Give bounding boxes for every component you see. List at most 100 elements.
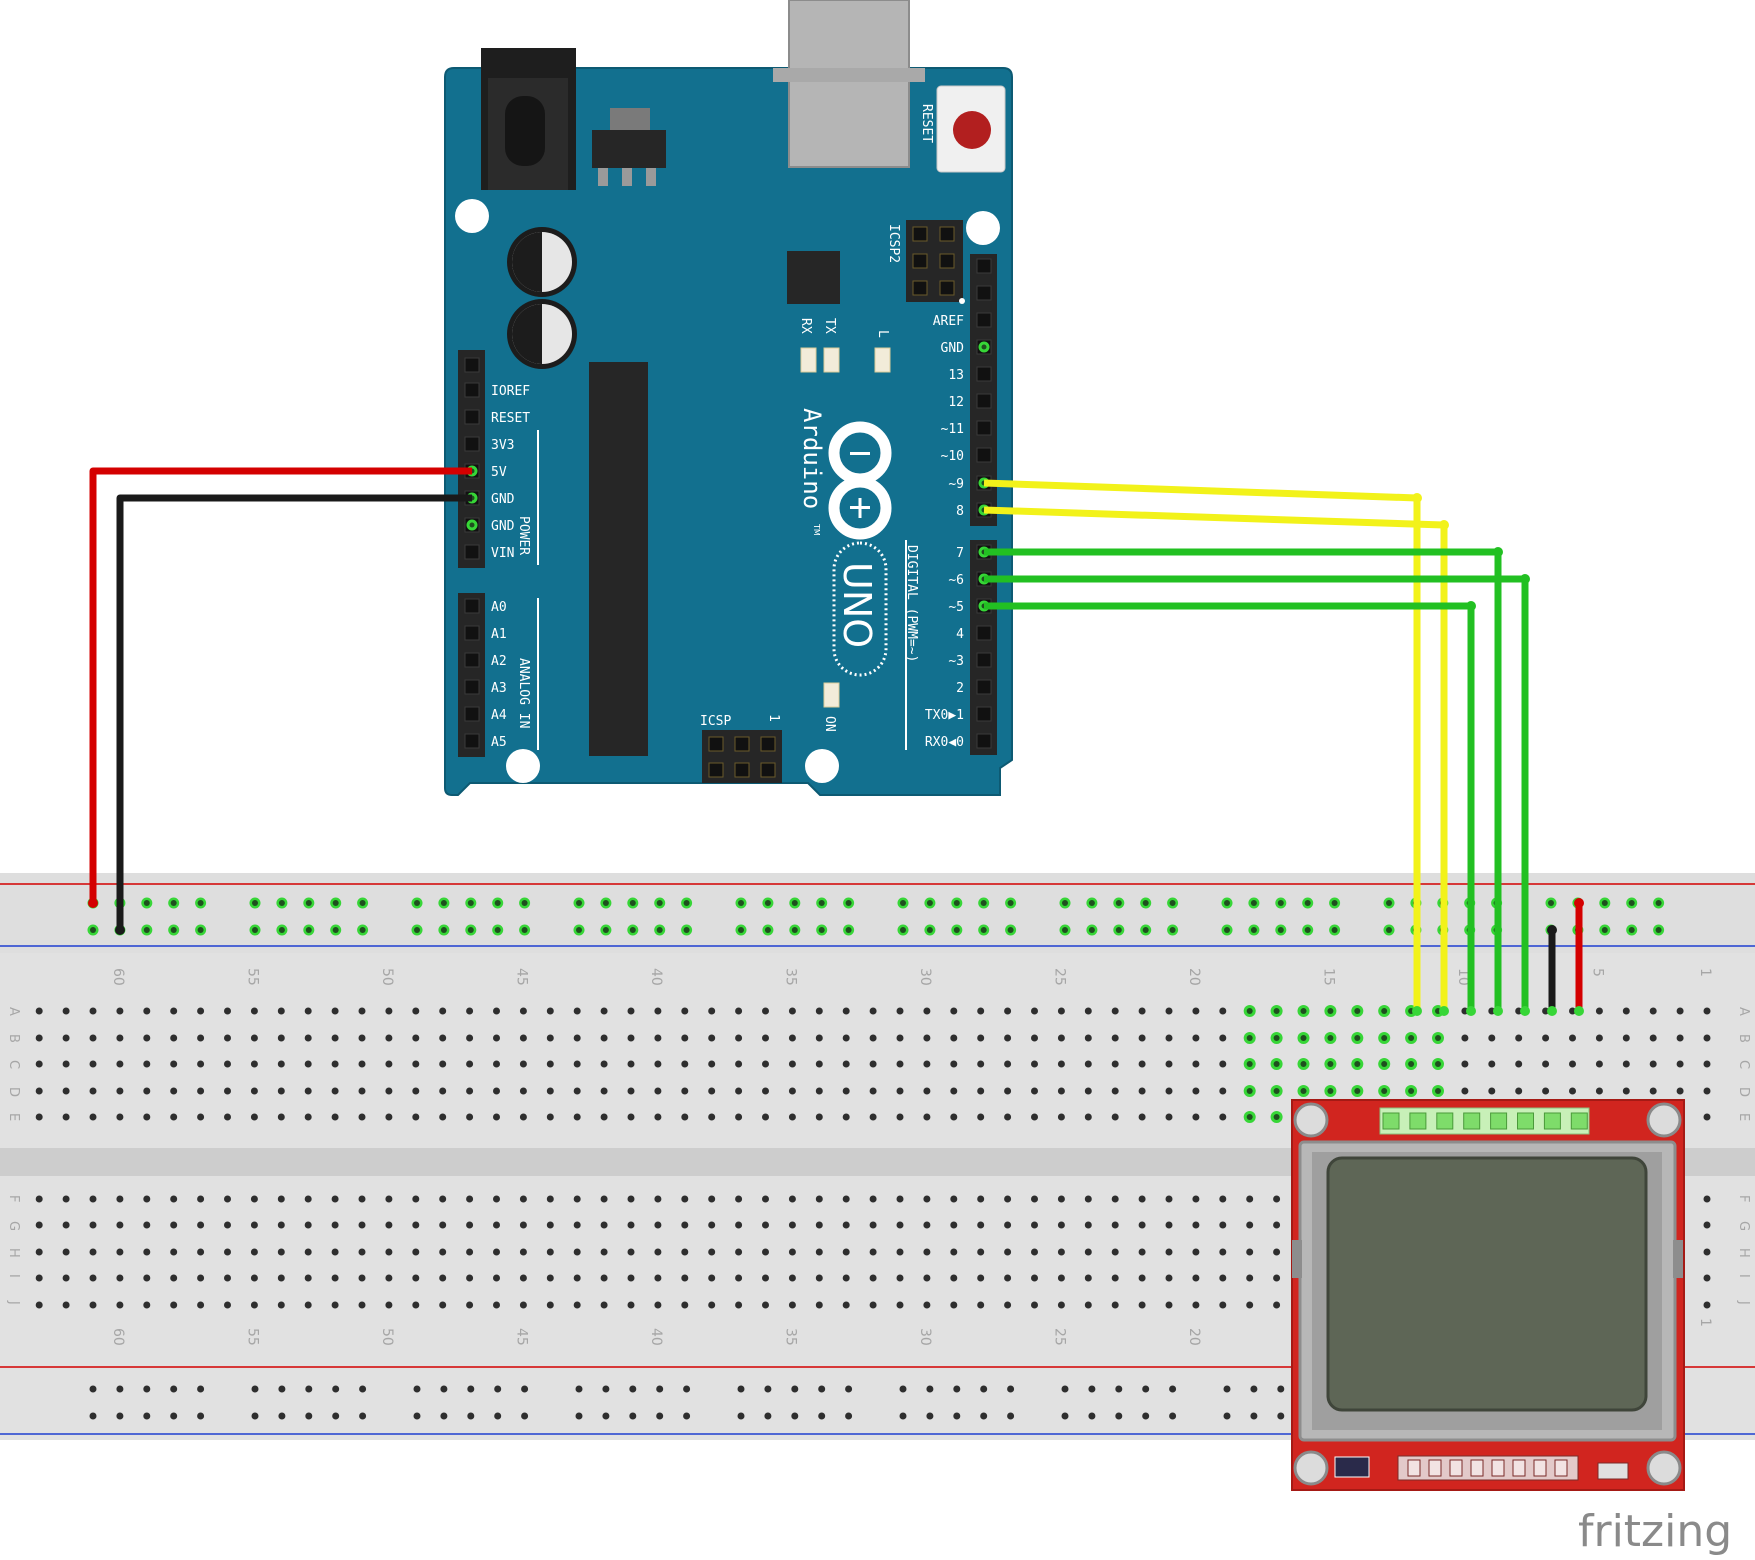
lcd-header-pin[interactable]	[1436, 1112, 1454, 1130]
breadboard-hole[interactable]	[708, 1060, 716, 1068]
breadboard-hole[interactable]	[1515, 1087, 1523, 1095]
header-pin[interactable]	[976, 625, 992, 641]
rail-hole[interactable]	[116, 1385, 124, 1393]
breadboard-hole[interactable]	[815, 1301, 823, 1309]
breadboard-hole[interactable]	[1703, 1195, 1711, 1203]
breadboard-hole[interactable]	[466, 1087, 474, 1095]
lcd-header-pin[interactable]	[1382, 1112, 1400, 1130]
breadboard-hole[interactable]	[1219, 1087, 1227, 1095]
rail-hole[interactable]	[116, 1412, 124, 1420]
breadboard-hole[interactable]	[116, 1113, 124, 1121]
breadboard-hole[interactable]	[466, 1301, 474, 1309]
rail-hole[interactable]	[1169, 1385, 1177, 1393]
breadboard-hole[interactable]	[224, 1007, 231, 1015]
breadboard-hole[interactable]	[573, 1034, 581, 1042]
breadboard-hole[interactable]	[1703, 1301, 1711, 1309]
breadboard-hole[interactable]	[1246, 1301, 1254, 1309]
breadboard-hole[interactable]	[466, 1248, 474, 1256]
breadboard-hole[interactable]	[1165, 1060, 1173, 1068]
rail-hole[interactable]	[332, 1385, 340, 1393]
breadboard-hole[interactable]	[654, 1113, 662, 1121]
rail-hole[interactable]	[764, 1412, 772, 1420]
breadboard-hole[interactable]	[35, 1060, 43, 1068]
breadboard-hole[interactable]	[627, 1221, 635, 1229]
breadboard-hole[interactable]	[358, 1113, 366, 1121]
rail-hole[interactable]	[197, 1385, 205, 1393]
breadboard-hole[interactable]	[358, 1195, 366, 1203]
breadboard-hole[interactable]	[1057, 1248, 1065, 1256]
breadboard-hole[interactable]	[277, 1007, 285, 1015]
breadboard-hole[interactable]	[519, 1301, 527, 1309]
breadboard-hole[interactable]	[708, 1248, 716, 1256]
breadboard-hole[interactable]	[250, 1034, 258, 1042]
breadboard-hole[interactable]	[1165, 1087, 1173, 1095]
breadboard-hole[interactable]	[170, 1195, 178, 1203]
breadboard-hole[interactable]	[842, 1248, 850, 1256]
breadboard-hole[interactable]	[869, 1060, 877, 1068]
breadboard-hole[interactable]	[842, 1034, 850, 1042]
breadboard-hole[interactable]	[1165, 1301, 1173, 1309]
header-pin[interactable]	[464, 652, 480, 668]
breadboard-hole[interactable]	[762, 1221, 769, 1229]
lcd-header-pin[interactable]	[1463, 1112, 1481, 1130]
breadboard-hole[interactable]	[1569, 1034, 1576, 1042]
rail-hole[interactable]	[467, 1412, 475, 1420]
breadboard-hole[interactable]	[385, 1113, 393, 1121]
breadboard-hole[interactable]	[1461, 1034, 1469, 1042]
breadboard-hole[interactable]	[923, 1007, 931, 1015]
breadboard-hole[interactable]	[1622, 1007, 1630, 1015]
breadboard-hole[interactable]	[627, 1060, 635, 1068]
breadboard-hole[interactable]	[1703, 1060, 1711, 1068]
breadboard-hole[interactable]	[708, 1221, 716, 1229]
rail-hole[interactable]	[1277, 1385, 1285, 1393]
breadboard-hole[interactable]	[896, 1221, 904, 1229]
lcd-header-pin[interactable]	[1409, 1112, 1427, 1130]
breadboard-hole[interactable]	[1111, 1034, 1119, 1042]
breadboard-hole[interactable]	[788, 1248, 796, 1256]
breadboard-hole[interactable]	[869, 1113, 877, 1121]
rail-hole[interactable]	[899, 1385, 907, 1393]
breadboard-hole[interactable]	[89, 1007, 97, 1015]
breadboard-hole[interactable]	[654, 1007, 662, 1015]
breadboard-hole[interactable]	[681, 1060, 689, 1068]
header-pin[interactable]	[976, 285, 992, 301]
breadboard-hole[interactable]	[1515, 1060, 1523, 1068]
breadboard-hole[interactable]	[1703, 1221, 1711, 1229]
breadboard-hole[interactable]	[250, 1113, 258, 1121]
breadboard-hole[interactable]	[466, 1274, 474, 1282]
breadboard-hole[interactable]	[1676, 1087, 1684, 1095]
breadboard-hole[interactable]	[627, 1113, 635, 1121]
breadboard-hole[interactable]	[708, 1301, 716, 1309]
breadboard-hole[interactable]	[89, 1274, 97, 1282]
breadboard-hole[interactable]	[1031, 1007, 1038, 1015]
breadboard-hole[interactable]	[708, 1007, 716, 1015]
breadboard-hole[interactable]	[896, 1060, 904, 1068]
rail-hole[interactable]	[818, 1385, 826, 1393]
breadboard-hole[interactable]	[35, 1301, 43, 1309]
header-pin[interactable]	[464, 382, 480, 398]
breadboard-hole[interactable]	[277, 1060, 285, 1068]
breadboard-hole[interactable]	[1138, 1195, 1146, 1203]
rail-hole[interactable]	[494, 1412, 502, 1420]
breadboard-hole[interactable]	[1031, 1221, 1038, 1229]
breadboard-hole[interactable]	[1649, 1034, 1657, 1042]
breadboard-hole[interactable]	[331, 1034, 339, 1042]
rail-hole[interactable]	[791, 1412, 799, 1420]
breadboard-hole[interactable]	[762, 1113, 769, 1121]
breadboard-hole[interactable]	[1488, 1034, 1496, 1042]
icsp2-pin[interactable]	[912, 280, 928, 296]
icsp-pin[interactable]	[708, 736, 724, 752]
breadboard-hole[interactable]	[1111, 1221, 1119, 1229]
icsp2-pin[interactable]	[939, 226, 955, 242]
breadboard-hole[interactable]	[1165, 1248, 1173, 1256]
breadboard-hole[interactable]	[412, 1034, 420, 1042]
breadboard-hole[interactable]	[1649, 1060, 1657, 1068]
breadboard-hole[interactable]	[1165, 1113, 1173, 1121]
breadboard-hole[interactable]	[331, 1087, 339, 1095]
breadboard-hole[interactable]	[89, 1221, 97, 1229]
breadboard-hole[interactable]	[385, 1248, 393, 1256]
breadboard-hole[interactable]	[1084, 1248, 1092, 1256]
breadboard-hole[interactable]	[546, 1087, 554, 1095]
breadboard-hole[interactable]	[600, 1034, 608, 1042]
breadboard-hole[interactable]	[143, 1195, 151, 1203]
